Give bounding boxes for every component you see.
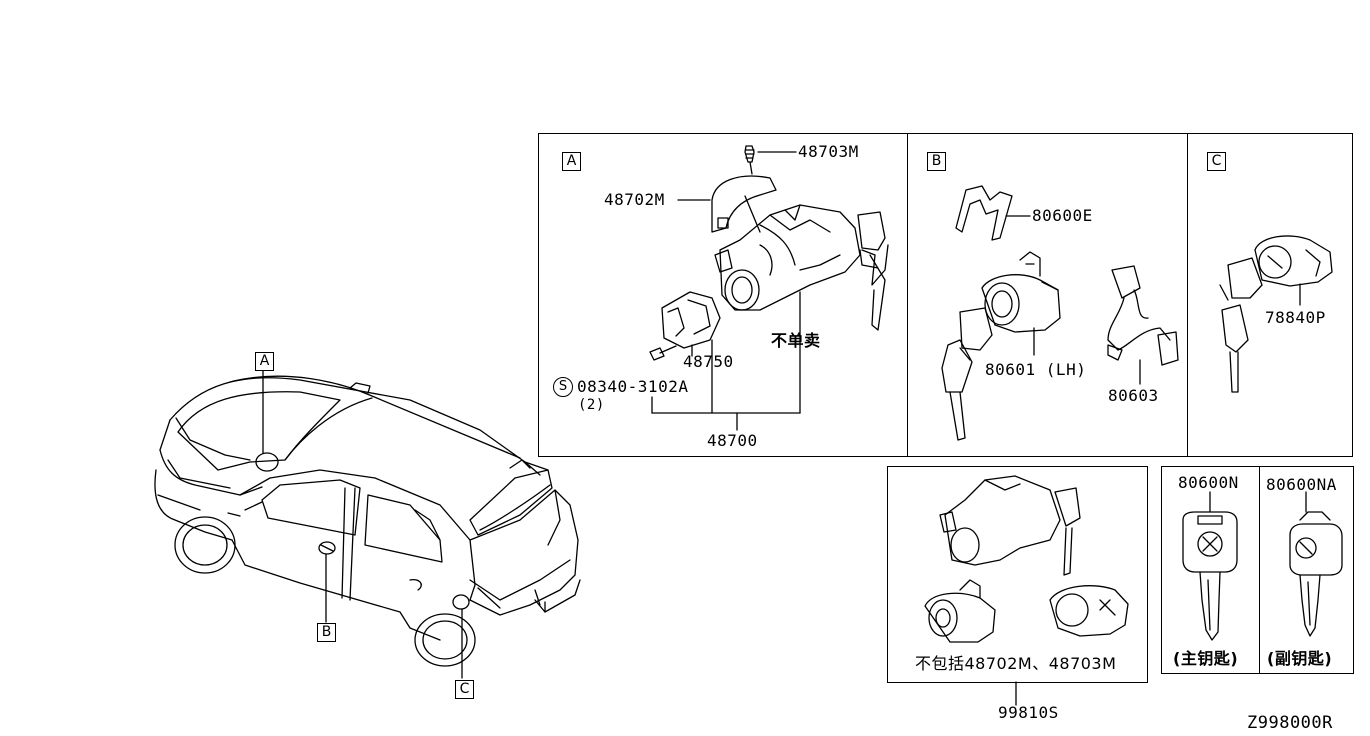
part-80600na-label[interactable]: 80600NA [1266,475,1337,494]
door-lock-drawing [941,185,1179,441]
diagram-code: Z998000R [1247,713,1333,733]
panel-c-frame [1187,133,1353,457]
part-78840p-label[interactable]: 78840P [1265,308,1326,327]
part-99810s-label[interactable]: 99810S [998,703,1059,722]
kit-exclusion-note: 不包括48702M、48703M [915,654,1117,673]
part-48700-label[interactable]: 48700 [707,431,758,450]
panel-a-tag: A [562,152,581,171]
part-bolt-label[interactable]: 08340-3102A [577,377,689,396]
trunk-lock-drawing [1219,235,1333,393]
bolt-s-symbol: S [553,377,573,397]
part-80603-label[interactable]: 80603 [1108,386,1159,405]
sub-key-frame [1259,466,1354,674]
kit-panel-frame [887,466,1148,683]
callout-c-tag[interactable]: C [455,680,474,699]
panel-c-tag: C [1207,152,1226,171]
bolt-quantity: (2) [578,397,605,413]
callout-a-tag[interactable]: A [255,352,274,371]
part-80601-label[interactable]: 80601 (LH) [985,360,1087,379]
part-48750-label[interactable]: 48750 [683,352,734,371]
callout-b-tag[interactable]: B [317,623,336,642]
ignition-assembly-drawing [649,145,889,431]
not-sold-separately-note: 不单卖 [771,331,821,350]
sub-key-caption: (副钥匙) [1267,649,1333,668]
part-80600n-label[interactable]: 80600N [1178,473,1239,492]
vehicle-illustration [154,369,581,679]
master-key-drawing [1182,491,1238,641]
part-48703m-label[interactable]: 48703M [798,142,859,161]
lock-kit-drawing [924,475,1129,706]
panel-b-frame [907,133,1188,457]
part-48702m-label[interactable]: 48702M [604,190,665,209]
sub-key-drawing [1289,491,1343,637]
part-80600e-label[interactable]: 80600E [1032,206,1093,225]
panel-b-tag: B [927,152,946,171]
master-key-caption: (主钥匙) [1173,649,1239,668]
master-key-frame [1161,466,1260,674]
